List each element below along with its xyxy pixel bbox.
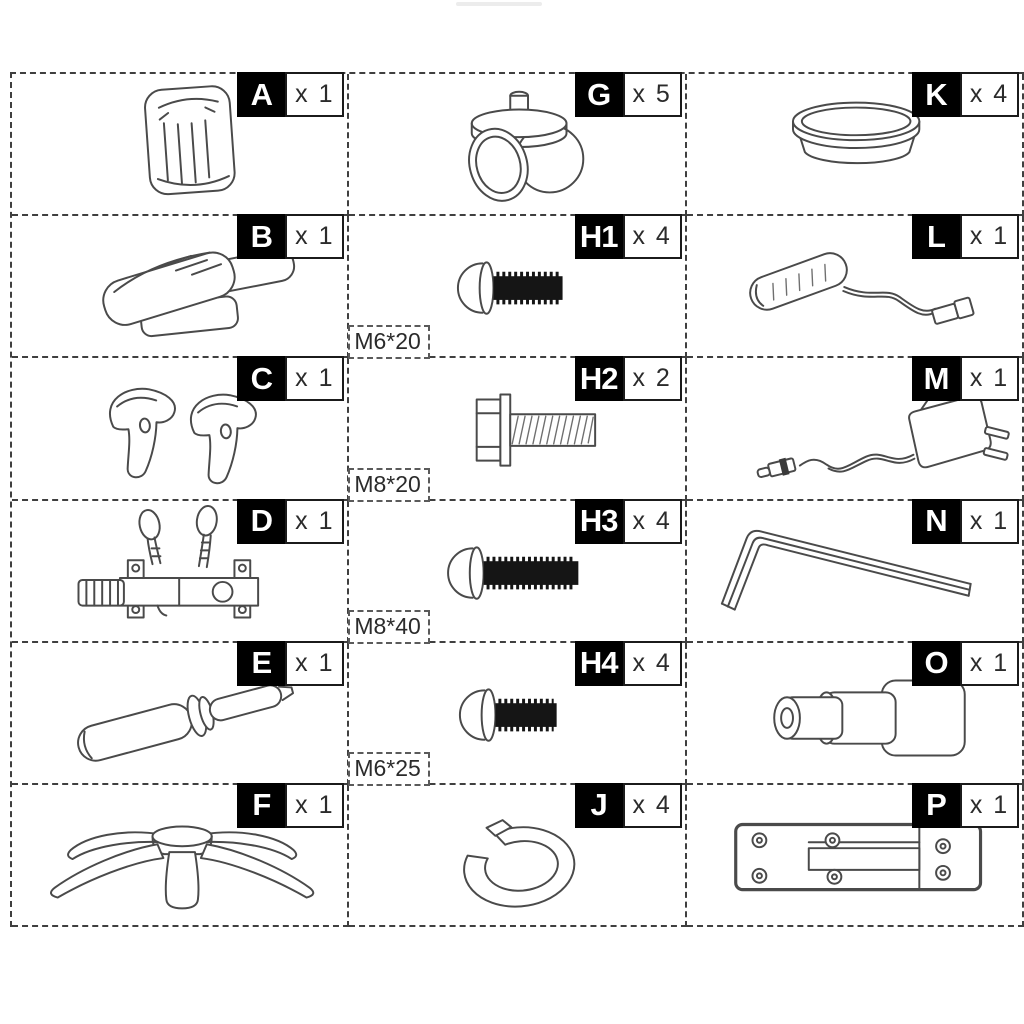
- part-tag: P x 1: [912, 782, 1019, 828]
- screw-size-label: M6*25: [348, 751, 430, 786]
- part-tag: H2 x 2: [574, 356, 682, 402]
- part-cell-h4: H4 x 4 M6*25: [348, 640, 687, 786]
- part-letter: M: [912, 356, 960, 402]
- part-letter: G: [574, 72, 623, 117]
- part-cell-a: A x 1: [12, 72, 350, 217]
- part-cell-k: K x 4: [686, 72, 1024, 217]
- part-quantity: x 4: [622, 214, 682, 260]
- star-base-drawing: [50, 825, 315, 910]
- caster-wheel-drawing: [468, 90, 585, 202]
- pan-head-screw-drawing: [457, 261, 563, 315]
- part-letter: N: [912, 498, 960, 544]
- part-quantity: x 1: [285, 782, 345, 828]
- part-tag: G x 5: [574, 72, 682, 117]
- part-cell-c: C x 1: [12, 356, 350, 501]
- part-tag: D x 1: [237, 498, 345, 544]
- light-with-cable-drawing: [748, 252, 975, 325]
- part-letter: L: [912, 214, 960, 260]
- part-cell-e: E x 1: [12, 640, 350, 785]
- round-cover-cap-drawing: [791, 101, 920, 165]
- backrest-cushion-drawing: [144, 85, 236, 196]
- part-letter: O: [912, 640, 960, 686]
- part-quantity: x 2: [622, 356, 682, 402]
- part-tag: H3 x 4: [574, 498, 682, 544]
- mounting-plate-drawing: [733, 822, 982, 892]
- part-tag: N x 1: [912, 498, 1019, 544]
- part-letter: C: [237, 356, 286, 402]
- part-quantity: x 1: [960, 356, 1019, 402]
- screw-size-label: M8*40: [348, 609, 430, 644]
- gas-lift-cylinder-drawing: [77, 683, 295, 762]
- part-quantity: x 4: [622, 640, 682, 686]
- part-letter: P: [912, 782, 960, 828]
- part-letter: D: [237, 498, 286, 544]
- part-cell-h3: H3 x 4 M8*40: [348, 498, 687, 644]
- scan-artifact-line: [456, 2, 542, 6]
- part-quantity: x 1: [285, 214, 345, 260]
- part-tag: J x 4: [574, 782, 682, 828]
- part-tag: M x 1: [912, 356, 1019, 402]
- part-letter: A: [237, 72, 286, 117]
- part-letter: F: [237, 782, 286, 828]
- parts-grid: A x 1 G x 5 K x 4: [10, 72, 1024, 927]
- hex-bolt-drawing: [476, 393, 597, 467]
- part-quantity: x 1: [960, 498, 1019, 544]
- allen-key-drawing: [720, 529, 972, 611]
- part-cell-g: G x 5: [349, 72, 687, 217]
- part-cell-o: O x 1: [686, 640, 1024, 785]
- part-tag: C x 1: [237, 356, 345, 402]
- part-tag: K x 4: [912, 72, 1019, 117]
- part-letter: E: [237, 640, 286, 686]
- part-cell-h2: H2 x 2 M8*20: [348, 356, 687, 502]
- part-letter: B: [237, 214, 286, 260]
- part-cell-m: M x 1: [686, 356, 1024, 501]
- pan-head-screw-drawing: [447, 545, 579, 600]
- part-cell-l: L x 1: [686, 214, 1024, 359]
- part-tag: H4 x 4: [574, 640, 682, 686]
- part-letter: H4: [574, 640, 623, 686]
- part-tag: H1 x 4: [574, 214, 682, 260]
- part-quantity: x 1: [285, 72, 345, 117]
- part-cell-b: B x 1: [12, 214, 350, 359]
- pan-head-screw-drawing: [459, 688, 557, 742]
- part-quantity: x 1: [285, 356, 345, 402]
- part-letter: H2: [574, 356, 623, 402]
- part-cell-f: F x 1: [12, 782, 350, 927]
- part-tag: F x 1: [237, 782, 345, 828]
- part-quantity: x 1: [285, 498, 345, 544]
- part-cell-p: P x 1: [686, 782, 1024, 927]
- part-letter: H3: [574, 498, 623, 544]
- armrest-pair-drawing: [109, 388, 257, 485]
- part-tag: B x 1: [237, 214, 345, 260]
- telescopic-tube-set-drawing: [772, 679, 966, 757]
- part-tag: E x 1: [237, 640, 345, 686]
- part-quantity: x 4: [960, 72, 1019, 117]
- part-quantity: x 4: [622, 498, 682, 544]
- screw-size-label: M8*20: [348, 467, 430, 502]
- part-tag: A x 1: [237, 72, 345, 117]
- part-quantity: x 5: [622, 72, 682, 117]
- part-quantity: x 4: [622, 782, 682, 828]
- part-letter: K: [912, 72, 960, 117]
- part-tag: L x 1: [912, 214, 1019, 260]
- part-quantity: x 1: [285, 640, 345, 686]
- part-quantity: x 1: [960, 640, 1019, 686]
- lock-washer-ring-drawing: [463, 818, 576, 908]
- part-tag: O x 1: [912, 640, 1019, 686]
- tilt-mechanism-drawing: [77, 504, 260, 618]
- part-cell-n: N x 1: [686, 498, 1024, 643]
- part-letter: J: [574, 782, 623, 828]
- screw-size-label: M6*20: [348, 325, 430, 360]
- part-letter: H1: [574, 214, 623, 260]
- part-quantity: x 1: [960, 214, 1019, 260]
- part-cell-h1: H1 x 4 M6*20: [348, 214, 687, 360]
- part-quantity: x 1: [960, 782, 1019, 828]
- part-cell-j: J x 4: [349, 782, 687, 927]
- part-cell-d: D x 1: [12, 498, 350, 643]
